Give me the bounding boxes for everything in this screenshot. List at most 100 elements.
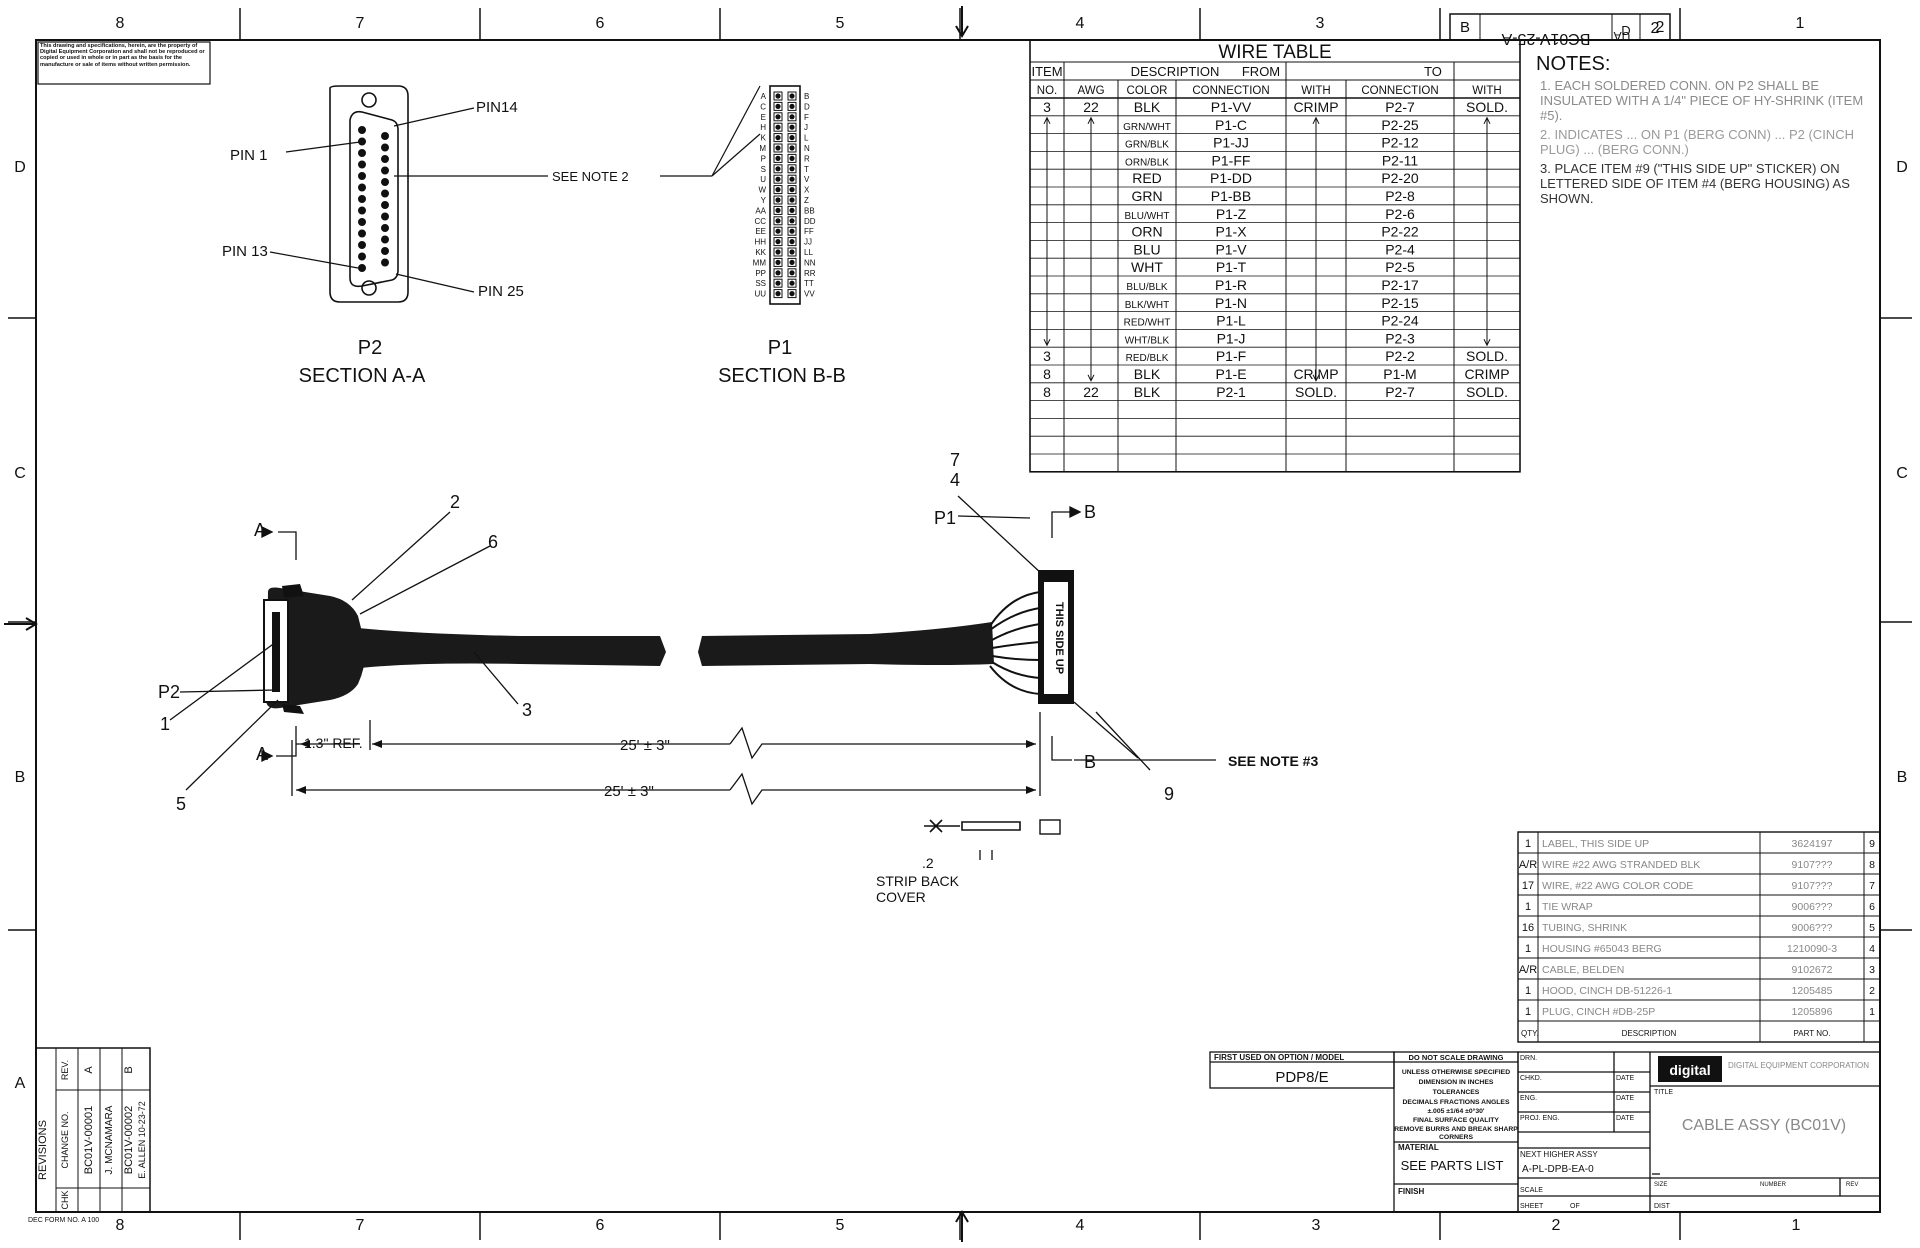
number-label: NUMBER [1760, 1182, 1787, 1188]
p1-pin-letter: D [804, 102, 810, 111]
p1-pin-cell [787, 237, 797, 247]
wire-table-cell: P2-3 [1385, 330, 1415, 346]
p2-pin [357, 229, 366, 238]
zone-label: 2 [1656, 19, 1665, 36]
p1-pin [789, 124, 795, 130]
wire-table-cell: P2-2 [1385, 348, 1415, 364]
p2-pin [357, 206, 366, 215]
parts-item-no: 4 [1869, 943, 1875, 955]
p1-pin [775, 166, 781, 172]
p1-pin [775, 187, 781, 193]
zone-row-label: B [1897, 769, 1908, 786]
p1-pin [775, 135, 781, 141]
parts-description: HOOD, CINCH DB-51226-1 [1542, 985, 1672, 997]
zone-label: 8 [116, 15, 125, 32]
pin-25-label: PIN 25 [478, 283, 524, 300]
p2-pin [357, 172, 366, 181]
revisions-block: REVISIONS CHK CHANGE NO. REV. BC01V-0000… [28, 1047, 151, 1224]
parts-qty: A/R [1519, 859, 1537, 871]
p1-pin-letter: EE [755, 227, 766, 236]
rev-row-2-rev: B [123, 1066, 135, 1073]
p1-pin-letter: MM [753, 258, 767, 267]
zone-label: 7 [356, 15, 365, 32]
p1-pin [789, 280, 795, 286]
wire-table-cell: CRIMP [1464, 366, 1509, 382]
rev-row-2-by: E. ALLEN 10-23-72 [137, 1101, 147, 1179]
p1-pin [775, 155, 781, 161]
p1-pin-letter: T [804, 165, 809, 174]
p1-pin [789, 93, 795, 99]
parts-qty: 1 [1525, 838, 1531, 850]
dec-form-no: DEC FORM NO. A 100 [28, 1217, 99, 1224]
wire-table-cell: ORN [1131, 224, 1162, 240]
p1-pin [789, 145, 795, 151]
p1-pin-cell [773, 205, 783, 215]
wire-table-group-header: TO [1424, 64, 1442, 79]
p2-pin [380, 166, 389, 175]
wire-table-cell: P2-17 [1381, 277, 1419, 293]
p2-pin [357, 263, 366, 272]
wire-table-cell: P1-Z [1216, 206, 1247, 222]
wire-table-group-header: ITEM [1031, 64, 1062, 79]
continuation-arrow [1043, 116, 1051, 125]
wire-table-cell: SOLD. [1295, 384, 1337, 400]
p1-pin-cell [773, 185, 783, 195]
p1-pin-letter: E [761, 113, 766, 122]
p1-pin-cell [787, 278, 797, 288]
parts-number: 1205896 [1792, 1006, 1833, 1018]
parts-item-no: 8 [1869, 859, 1875, 871]
next-higher-label: NEXT HIGHER ASSY [1520, 1150, 1598, 1159]
wire-table-cell: P2-5 [1385, 259, 1415, 275]
wire-table-column-header: NO. [1037, 85, 1057, 97]
wire-table-cell: P1-C [1215, 117, 1247, 133]
section-a-bottom: A [256, 744, 268, 764]
strip-dimension: .2 [922, 855, 934, 871]
title-block-text: FIRST USED ON OPTION / MODEL PDP8/E DO N… [1214, 1053, 1869, 1210]
section-b-bottom: B [1084, 752, 1096, 772]
p1-pin-cell [787, 268, 797, 278]
parts-qty: 1 [1525, 901, 1531, 913]
rev-label: REV [1846, 1182, 1858, 1188]
wire-table-cell: P1-J [1217, 330, 1246, 346]
parts-item-no: 3 [1869, 964, 1875, 976]
p1-pin-cell [787, 174, 797, 184]
zone-label: 5 [836, 15, 845, 32]
parts-header-description: DESCRIPTION [1622, 1029, 1677, 1038]
wire-table-cell: P1-JJ [1213, 135, 1249, 151]
zone-label: 2 [1552, 1217, 1561, 1234]
p1-pin-cell [787, 133, 797, 143]
p1-pin [775, 176, 781, 182]
p1-pin-cell [773, 122, 783, 132]
p1-pin-letter: W [758, 186, 766, 195]
cable-right [698, 622, 994, 666]
parts-header-qty: QTY. [1521, 1029, 1539, 1038]
p1-pin [775, 291, 781, 297]
parts-number: 1205485 [1792, 985, 1833, 997]
revisions-title: REVISIONS [37, 1120, 49, 1180]
parts-number: 1210090-3 [1787, 943, 1837, 955]
callout-4: 4 [950, 470, 960, 490]
wire-table-column-header: CONNECTION [1361, 85, 1438, 97]
parts-description: CABLE, BELDEN [1542, 964, 1624, 976]
company-logo-text: digital [1669, 1062, 1710, 1078]
section-aa-labels: PIN 1 PIN14 PIN 13 PIN 25 SEE NOTE 2 P2 … [222, 99, 629, 387]
drawing-number: BC01V-25-A [1501, 30, 1590, 47]
wire-table-cell: P2-1 [1216, 384, 1246, 400]
p1-pin-cell [773, 237, 783, 247]
strip-detail-box [1039, 819, 1061, 835]
copyright-notice: This drawing and specifications, herein,… [37, 41, 211, 85]
p1-pin [775, 145, 781, 151]
parts-item-no: 2 [1869, 985, 1875, 997]
rev-header-rev: REV. [60, 1060, 70, 1080]
company-name: DIGITAL EQUIPMENT CORPORATION [1728, 1061, 1869, 1070]
p1-pin-cell [787, 226, 797, 236]
wire-table-cell: BLU/WHT [1125, 211, 1170, 222]
zone-label: 6 [596, 15, 605, 32]
tolerance-line: REMOVE BURRS AND BREAK SHARP [1394, 1126, 1518, 1133]
parts-number: 3624197 [1792, 838, 1833, 850]
section-aa-title: SECTION A-A [299, 365, 426, 387]
p1-pin-cell [787, 143, 797, 153]
p1-pin-cell [787, 216, 797, 226]
p2-pin [357, 195, 366, 204]
